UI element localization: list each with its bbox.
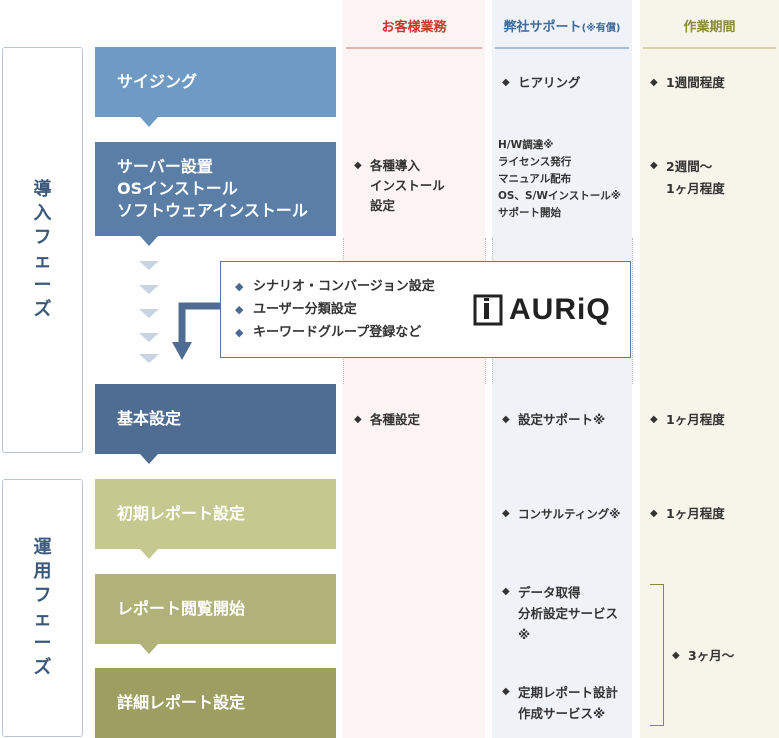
support-cell-text: コンサルティング※ — [518, 507, 621, 521]
phase-intro-char: ー — [33, 275, 52, 296]
phase-intro: 導 入 フ ェ ー ズ — [2, 47, 83, 453]
support-header-line — [495, 47, 629, 49]
customer-column-header: お客様業務 — [381, 20, 447, 35]
diamond-bullet-icon: ◆ — [502, 508, 510, 519]
diamond-bullet-icon: ◆ — [354, 414, 362, 425]
period-cell-ops-range: ◆ 3ヶ月～ — [672, 646, 772, 666]
step-arrow — [140, 644, 158, 654]
phase-intro-char: ェ — [33, 251, 52, 272]
phase-ops-char: ー — [33, 633, 52, 654]
diamond-bullet-icon: ◆ — [502, 77, 510, 88]
support-cell-text: 定期レポート設計 作成サービス※ — [518, 685, 619, 721]
support-cell-initial-report: ◆ コンサルティング※ — [502, 504, 630, 524]
auriq-item: ◆ キーワードグループ登録など — [235, 321, 485, 344]
phase-intro-char: フ — [33, 227, 52, 248]
step-arrow — [140, 549, 158, 559]
period-column-header: 作業期間 — [683, 20, 736, 35]
auriq-item-text: シナリオ・コンバージョン設定 — [253, 279, 435, 294]
phase-intro-char: 導 — [33, 179, 52, 200]
period-cell-initial-report: ◆ 1ヶ月程度 — [650, 504, 775, 524]
phase-intro-char: 入 — [33, 203, 52, 224]
step-arrow — [140, 454, 158, 464]
period-cell-text: 1週間程度 — [666, 75, 725, 90]
phase-ops-char: フ — [33, 585, 52, 606]
flow-triangle — [139, 333, 159, 342]
period-cell-basic: ◆ 1ヶ月程度 — [650, 410, 775, 430]
flow-triangle — [139, 354, 159, 363]
step-basic-settings: 基本設定 — [95, 384, 336, 454]
support-header-main: 弊社サポート — [503, 20, 582, 35]
phase-intro-char: ズ — [33, 299, 52, 320]
support-cell-sizing: ◆ ヒアリング — [502, 73, 628, 93]
step-detail-report: 詳細レポート設定 — [95, 668, 336, 738]
customer-header-line — [346, 47, 482, 49]
step-report-view: レポート閲覧開始 — [95, 574, 336, 644]
customer-cell-text: 各種導入 インストール 設定 — [370, 158, 445, 213]
customer-cell-basic: ◆ 各種設定 — [354, 410, 479, 430]
diamond-bullet-icon: ◆ — [235, 326, 244, 339]
phase-ops-char: ズ — [33, 657, 52, 678]
support-cell-text: ヒアリング — [518, 75, 581, 90]
customer-cell-text: 各種設定 — [370, 412, 421, 427]
support-cell-basic: ◆ 設定サポート※ — [502, 410, 628, 430]
diamond-bullet-icon: ◆ — [502, 586, 510, 597]
auriq-item: ◆ ユーザー分類設定 — [235, 298, 485, 321]
support-column-header: 弊社サポート(※有償) — [492, 0, 632, 48]
auriq-item-list: ◆ シナリオ・コンバージョン設定 ◆ ユーザー分類設定 ◆ キーワードグループ登… — [235, 275, 485, 344]
diamond-bullet-icon: ◆ — [650, 414, 658, 425]
period-range-bracket — [650, 584, 664, 726]
customer-column — [343, 0, 485, 738]
diamond-bullet-icon: ◆ — [650, 508, 658, 519]
step-server-install: サーバー設置 OSインストール ソフトウェアインストール — [95, 142, 336, 236]
step-arrow — [140, 236, 158, 246]
diamond-bullet-icon: ◆ — [502, 686, 510, 697]
step-initial-report: 初期レポート設定 — [95, 479, 336, 549]
support-column — [492, 0, 632, 738]
support-header-note: (※有償) — [581, 23, 621, 34]
diamond-bullet-icon: ◆ — [235, 280, 244, 293]
phase-ops-char: 用 — [33, 561, 52, 582]
support-cell-server: H/W調達※ ライセンス発行 マニュアル配布 OS、S/Wインストール※ サポー… — [498, 139, 621, 219]
period-cell-text: 1ヶ月程度 — [666, 506, 725, 521]
support-cell-detail-report: ◆ 定期レポート設計 作成サービス※ — [502, 682, 630, 724]
auriq-settings-box: ◆ シナリオ・コンバージョン設定 ◆ ユーザー分類設定 ◆ キーワードグループ登… — [220, 261, 631, 358]
support-cell-text: データ取得 分析設定サービス ※ — [518, 585, 619, 642]
phase-ops-char: ェ — [33, 609, 52, 630]
diamond-bullet-icon: ◆ — [354, 160, 362, 171]
period-cell-text: 1ヶ月程度 — [666, 412, 725, 427]
phase-operation: 運 用 フ ェ ー ズ — [2, 479, 83, 737]
diamond-bullet-icon: ◆ — [650, 77, 658, 88]
period-cell-text: 2週間～ 1ヶ月程度 — [666, 159, 725, 196]
auriq-logo-icon — [473, 294, 503, 326]
support-cell-text: 設定サポート※ — [518, 412, 606, 427]
customer-cell-server: ◆ 各種導入 インストール 設定 — [354, 156, 479, 216]
diamond-bullet-icon: ◆ — [235, 303, 244, 316]
flow-triangle — [139, 309, 159, 318]
auriq-item-text: ユーザー分類設定 — [253, 302, 357, 317]
dotted-divider — [632, 238, 633, 384]
diamond-bullet-icon: ◆ — [672, 650, 680, 661]
auriq-item: ◆ シナリオ・コンバージョン設定 — [235, 275, 485, 298]
flow-triangle — [139, 261, 159, 270]
auriq-item-text: キーワードグループ登録など — [253, 325, 422, 340]
period-cell-text: 3ヶ月～ — [688, 648, 735, 663]
period-header-line — [643, 47, 776, 49]
period-cell-sizing: ◆ 1週間程度 — [650, 73, 775, 93]
step-arrow — [140, 117, 158, 127]
support-cell-report-view: ◆ データ取得 分析設定サービス ※ — [502, 582, 630, 645]
period-cell-server: ◆ 2週間～ 1ヶ月程度 — [650, 156, 775, 200]
auriq-connector-arrow — [170, 298, 230, 364]
auriq-logo-text: AURiQ — [509, 293, 611, 326]
diamond-bullet-icon: ◆ — [502, 414, 510, 425]
phase-ops-char: 運 — [33, 537, 52, 558]
auriq-logo: AURiQ — [473, 292, 627, 328]
step-sizing: サイジング — [95, 47, 336, 117]
diamond-bullet-icon: ◆ — [650, 160, 658, 171]
flow-triangle — [139, 285, 159, 294]
